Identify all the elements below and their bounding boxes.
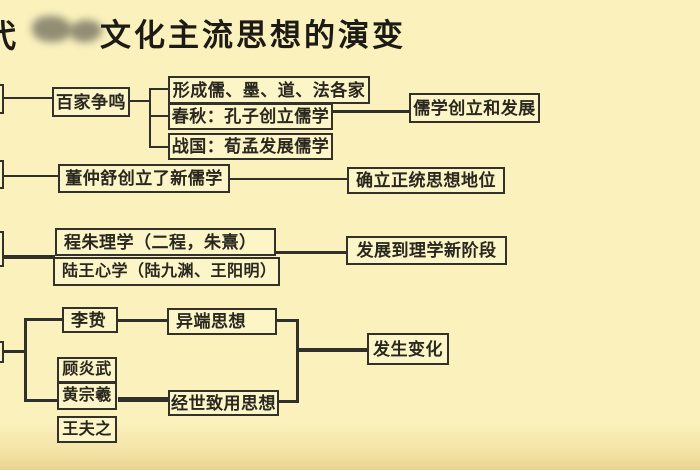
connector-line	[118, 397, 168, 402]
connector-line	[149, 88, 168, 90]
connector-line	[279, 400, 299, 403]
cutoff-period-box	[0, 231, 4, 267]
page-title: 文化主流思想的演变	[100, 18, 406, 53]
connector-line	[4, 97, 52, 99]
connector-line	[333, 110, 409, 113]
node-ruxue-founded: 儒学创立和发展	[409, 93, 540, 123]
branch-vertical-line	[24, 318, 27, 402]
merge-vertical-line	[296, 319, 299, 403]
connector-line	[24, 399, 57, 402]
node-heresy-thought: 异端思想	[167, 308, 277, 335]
node-guyanwu: 顾炎武	[57, 357, 117, 383]
connector-line	[130, 100, 150, 102]
smudged-characters	[32, 16, 72, 42]
branch-vertical-line	[149, 88, 151, 148]
title-partial-char: 代	[0, 18, 17, 54]
cutoff-period-box	[0, 341, 4, 363]
node-baijia-zhengming: 百家争鸣	[52, 87, 130, 117]
connector-line	[118, 319, 167, 322]
node-luwang-xinxue: 陆王心学（陆九渊、王阳明）	[53, 257, 280, 286]
connector-line	[4, 255, 55, 259]
node-chunqiu-kongzi: 春秋：孔子创立儒学	[168, 103, 333, 130]
connector-line	[296, 348, 367, 352]
connector-line	[230, 178, 347, 180]
connector-line	[149, 115, 168, 117]
node-lixue-new-stage: 发展到理学新阶段	[346, 236, 507, 265]
cutoff-period-box	[0, 84, 4, 114]
node-huangzongxi: 黄宗羲	[57, 382, 117, 410]
node-chengzhu-lixue: 程朱理学（二程，朱熹）	[55, 228, 276, 256]
node-change-occurred: 发生变化	[367, 333, 449, 365]
node-schools-formed: 形成儒、墨、道、法各家	[168, 76, 370, 104]
node-wangfuzhi: 王夫之	[57, 416, 117, 443]
connector-line	[4, 175, 58, 177]
cutoff-period-box	[0, 160, 4, 189]
node-dongzhongshu: 董仲舒创立了新儒学	[58, 164, 230, 193]
node-practical-statecraft: 经世致用思想	[168, 390, 279, 416]
connector-line	[149, 146, 168, 148]
connector-line	[24, 318, 62, 321]
connector-line	[277, 319, 299, 322]
connector-line	[4, 350, 25, 353]
node-zhanguo-xunmeng: 战国：荀孟发展儒学	[168, 133, 333, 160]
node-orthodox-status: 确立正统思想地位	[347, 167, 505, 194]
smudged-characters	[68, 17, 104, 45]
node-lizhi: 李贽	[62, 307, 118, 333]
connector-line	[276, 251, 346, 254]
